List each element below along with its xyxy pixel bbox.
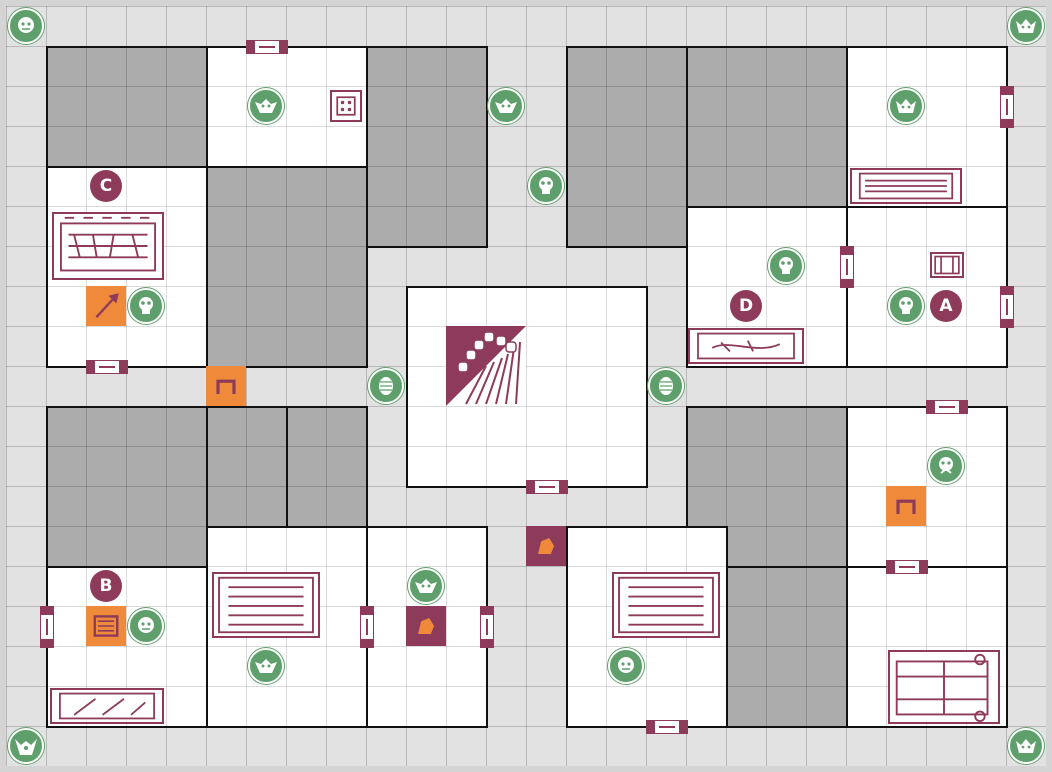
goblin-icon <box>415 579 437 593</box>
door-s2-right[interactable] <box>480 606 494 648</box>
monster-goblin-corridor-n[interactable] <box>488 88 524 124</box>
marker-c[interactable]: C <box>90 170 122 202</box>
room-e1 <box>846 406 1008 568</box>
door-d-a[interactable] <box>840 246 854 288</box>
monster-skeleton-d-room[interactable] <box>768 248 804 284</box>
solid-rock-ne2 <box>686 46 848 208</box>
skeleton-icon <box>779 257 793 274</box>
monster-skeleton-corridor-n[interactable] <box>528 168 564 204</box>
marker-d[interactable]: D <box>730 290 762 322</box>
monster-mummy-corridor-e[interactable] <box>648 368 684 404</box>
door-center-bottom[interactable] <box>526 480 568 494</box>
gargoyle-icon <box>1016 739 1036 753</box>
door-b-left[interactable] <box>40 606 54 648</box>
monster-goblin-s2-room[interactable] <box>408 568 444 604</box>
monster-goblin-nw-room[interactable] <box>248 88 284 124</box>
monster-gargoyle-ne-room[interactable] <box>888 88 924 124</box>
goblin-icon <box>495 99 517 113</box>
solid-rock-sw3 <box>286 406 368 528</box>
solid-rock-n <box>366 46 488 248</box>
monster-skeleton-a-room[interactable] <box>888 288 924 324</box>
solid-rock-sw2 <box>206 406 288 528</box>
door-s1-s2[interactable] <box>360 606 374 648</box>
gargoyle-icon <box>896 99 916 113</box>
skeleton-icon <box>899 297 913 314</box>
monster-mummy-corridor-w[interactable] <box>368 368 404 404</box>
solid-rock-nw2 <box>206 166 368 368</box>
cupboard-ne <box>850 168 962 204</box>
solid-rock-se2 <box>726 566 848 728</box>
mummy-icon <box>659 377 673 395</box>
monster-fimir-corner-sw[interactable] <box>8 728 44 764</box>
door-c-bottom[interactable] <box>86 360 128 374</box>
fimir-icon <box>15 739 37 755</box>
mummy-icon <box>379 377 393 395</box>
weapons-rack-b <box>50 688 164 724</box>
monster-gargoyle-corner-se[interactable] <box>1008 728 1044 764</box>
door-e1-top[interactable] <box>926 400 968 414</box>
solid-rock-sw1 <box>46 406 208 568</box>
zombie-icon <box>939 457 953 474</box>
solid-rock-ne1 <box>566 46 688 248</box>
skeleton-icon <box>539 177 553 194</box>
falling-block-corridor <box>526 526 566 566</box>
orc-icon <box>138 617 154 633</box>
door-a-right[interactable] <box>1000 286 1014 328</box>
goblin-icon <box>255 659 277 673</box>
marker-b[interactable]: B <box>90 570 122 602</box>
torture-rack-e2 <box>888 650 1000 724</box>
pit-trap-corridor <box>206 366 246 406</box>
tomb-d <box>688 328 804 364</box>
orc-icon <box>18 17 34 33</box>
monster-orc-s3-room[interactable] <box>608 648 644 684</box>
gargoyle-icon <box>1016 19 1036 33</box>
marker-a[interactable]: A <box>930 290 962 322</box>
treasure-chest-nw <box>330 90 362 122</box>
pit-trap-e1 <box>886 486 926 526</box>
bookcase-c <box>52 212 164 280</box>
door-ne-right[interactable] <box>1000 86 1014 128</box>
skeleton-icon <box>139 297 153 314</box>
table-s1 <box>212 572 320 638</box>
monster-goblin-s1-room[interactable] <box>248 648 284 684</box>
spear-trap-c <box>86 286 126 326</box>
chest-a <box>930 252 964 278</box>
monster-skeleton-c-room[interactable] <box>128 288 164 324</box>
door-s3-bottom[interactable] <box>646 720 688 734</box>
room-s2 <box>366 526 488 728</box>
room-center <box>406 286 648 488</box>
monster-orc-corner-nw[interactable] <box>8 8 44 44</box>
chest-trap-b <box>86 606 126 646</box>
orc-icon <box>618 657 634 673</box>
falling-block-s2 <box>406 606 446 646</box>
door-e1-e2[interactable] <box>886 560 928 574</box>
door-nw-top[interactable] <box>246 40 288 54</box>
monster-zombie-e1-room[interactable] <box>928 448 964 484</box>
monster-orc-b-room[interactable] <box>128 608 164 644</box>
goblin-icon <box>255 99 277 113</box>
table-s3 <box>612 572 720 638</box>
room-a <box>846 206 1008 368</box>
solid-rock-nw <box>46 46 208 168</box>
monster-gargoyle-corner-ne[interactable] <box>1008 8 1044 44</box>
stairway-tile <box>446 326 526 406</box>
